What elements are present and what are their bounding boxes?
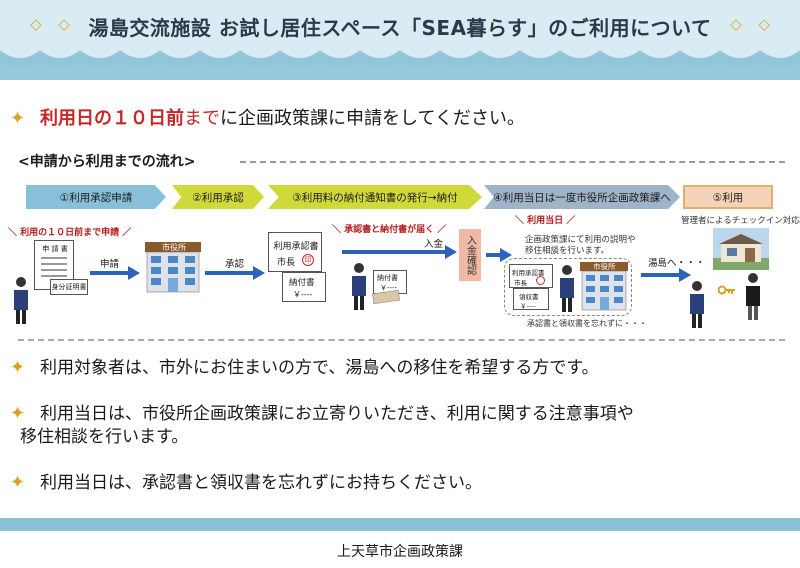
notice-doc-title: 納付書 (289, 278, 315, 288)
manager-person-icon (746, 273, 760, 320)
notice-yen: ￥---- (293, 290, 313, 299)
step-4: ④利用当日は一度市役所企画政策課へ (484, 185, 680, 209)
notice-highlight-suffix: まで (184, 108, 220, 129)
notice-rest: に企画政策課に申請をしてください。 (220, 108, 525, 129)
to-yushima-label: 湯島へ・・・ (648, 258, 706, 269)
bullet-bring-documents: ✦ 利用当日は、承認書と領収書を忘れずにお持ちください。 (10, 471, 482, 495)
step-5: ⑤利用 (683, 185, 773, 209)
money-icon (372, 290, 400, 304)
header-wave (0, 0, 800, 80)
diamond-icon-left: ◇ ◇ (30, 15, 76, 33)
facility-house-icon (713, 228, 769, 270)
small-notice-document: 納付書 ￥---- (373, 270, 407, 294)
seal-icon: 印 (302, 254, 314, 266)
apply-arrow (90, 266, 140, 280)
to-yushima-arrow (641, 268, 691, 282)
guest-person-icon (690, 281, 704, 328)
payer-person-icon (352, 263, 366, 310)
mayor-label: 市長 (277, 258, 296, 268)
small-approval-document: 利用承認書 市長 (509, 264, 553, 288)
use-day-label: ＼ 利用当日 ／ (515, 216, 576, 226)
payment-arrow-label: 入金 (424, 239, 444, 250)
small-seal-icon (536, 276, 545, 285)
step-1: ①利用承認申請 (26, 185, 166, 209)
bullet-text: 利用当日は、市役所企画政策課にお立寄りいただき、利用に関する注意事項や (40, 404, 634, 424)
receipt-document: 領収書 ￥---- (513, 288, 549, 310)
key-icon (718, 285, 735, 295)
approval-doc-title: 利用承認書 (273, 242, 319, 252)
city-hall-label: 市役所 (162, 243, 186, 252)
star-icon: ✦ (10, 472, 26, 493)
approve-arrow-label: 承認 (225, 259, 245, 270)
application-doc-title: 申 請 書 (42, 245, 68, 253)
small-notice-yen: ￥---- (380, 284, 398, 292)
payment-arrow (342, 245, 457, 259)
applicant-person-icon (14, 277, 28, 324)
id-document: 身分証明書 (50, 279, 88, 295)
approve-arrow (205, 266, 265, 280)
footer-bar (0, 518, 800, 531)
notice-line: ✦ 利用日の１０日前までに企画政策課に申請をしてください。 (10, 104, 790, 130)
receipt-yen: ￥---- (520, 302, 536, 310)
explain-text: 企画政策課にて利用の説明や (525, 235, 636, 245)
bullet-text: 利用対象者は、市外にお住まいの方で、湯島への移住を希望する方です。 (40, 358, 599, 378)
header: ◇ ◇ 湯島交流施設 お試し居住スペース「SEA暮らす」のご利用について ◇ ◇ (0, 0, 800, 80)
city-hall-small-label: 市役所 (593, 262, 616, 271)
checkin-text: 管理者によるチェックイン対応 (681, 216, 800, 226)
visitor-person-icon (560, 265, 574, 312)
small-mayor-label: 市長 (514, 279, 527, 287)
diamond-icon-right: ◇ ◇ (730, 15, 776, 33)
bullet-use-day-continued: 移住相談を行います。 (20, 426, 188, 449)
receipt-doc-title: 領収書 (519, 293, 539, 301)
notice-highlight: 利用日の１０日前 (40, 108, 184, 129)
apply-arrow-label: 申請 (100, 259, 120, 270)
small-approval-title: 利用承認書 (512, 269, 545, 277)
step-2: ②利用承認 (172, 185, 264, 209)
city-hall-building-icon (145, 242, 201, 293)
approval-document: 利用承認書 市長 印 (268, 232, 322, 272)
bullet-use-day: ✦ 利用当日は、市役所企画政策課にお立寄りいただき、利用に関する注意事項や (10, 402, 634, 426)
use-day-frame (504, 258, 632, 316)
flow-title-divider (240, 161, 785, 163)
bullet-text-continued: 移住相談を行います。 (20, 427, 189, 447)
payment-notice-document: 納付書 ￥---- (282, 272, 326, 302)
explain-text-2: 移住相談を行います。 (525, 246, 610, 256)
star-icon: ✦ (10, 108, 26, 129)
flow-title: <申請から利用までの流れ> (18, 154, 196, 170)
star-icon: ✦ (10, 403, 26, 424)
star-icon: ✦ (10, 357, 26, 378)
payment-confirm-box: 入金確認 (459, 229, 481, 281)
footer-department: 上天草市企画政策課 (337, 544, 463, 560)
flow-bottom-divider (18, 339, 785, 341)
delivered-label: ＼ 承認書と納付書が届く ／ (332, 225, 447, 235)
forget-text: 承認書と領収書を忘れずに・・・ (527, 319, 647, 328)
bullet-target-users: ✦ 利用対象者は、市外にお住まいの方で、湯島への移住を希望する方です。 (10, 356, 599, 380)
page-title: 湯島交流施設 お試し居住スペース「SEA暮らす」のご利用について (88, 16, 712, 40)
ten-days-label: ＼ 利用の１０日前まで申請 ／ (8, 228, 132, 238)
small-notice-title: 納付書 (377, 274, 398, 282)
city-hall-small-building-icon (580, 262, 628, 311)
step-3: ③利用料の納付通知書の発行→納付 (268, 185, 482, 209)
bullet-text: 利用当日は、承認書と領収書を忘れずにお持ちください。 (40, 473, 482, 493)
